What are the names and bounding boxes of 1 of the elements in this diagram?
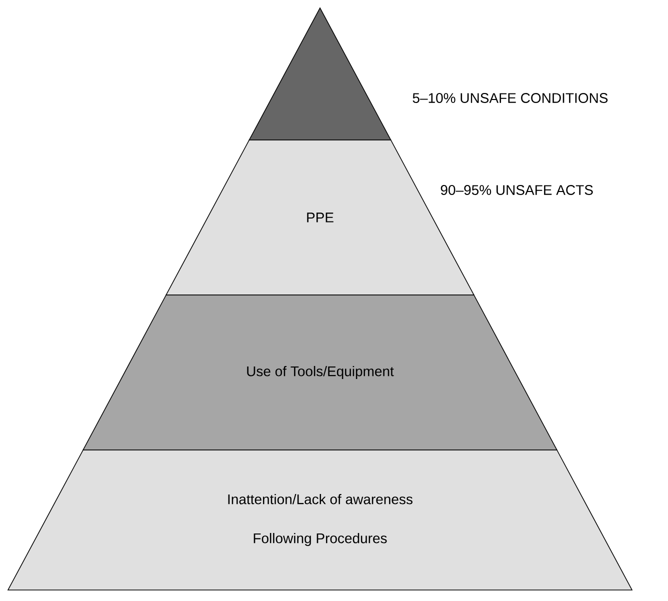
annotation-text: 5–10% UNSAFE CONDITIONS xyxy=(412,93,608,103)
